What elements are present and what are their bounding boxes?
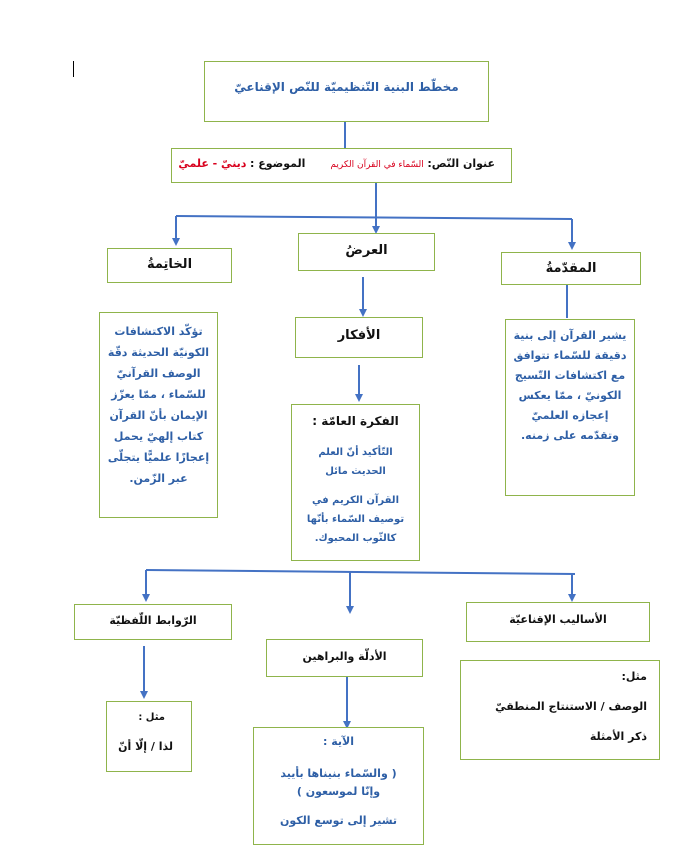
intro-title-box: المقدّمةُ xyxy=(501,252,641,285)
methods-example-label: مثل: xyxy=(621,670,647,683)
conclusion-title: الخاتِمةُ xyxy=(146,257,193,272)
general-idea-p1: التّأكيد أنّ العلم الحديث مائل xyxy=(318,447,393,477)
topic-label: الموضوع : xyxy=(249,157,306,170)
topic-value: دينيّ - علميّ xyxy=(178,157,247,170)
conclusion-text: تؤكّد الاكتشافات الكونيّة الحديثة دقّة ا… xyxy=(107,325,210,485)
methods-example-box: مثل: الوصف / الاستنتاج المنطقيّ ذكر الأم… xyxy=(460,660,660,760)
title-label: عنوان النّص: xyxy=(427,157,495,170)
general-idea-p2: القرآن الكريم في توصيف السّماء بأنّها كا… xyxy=(306,495,405,544)
connectors-example-line: لذا / إلّا أنّ xyxy=(118,740,173,753)
verse-note: تشير إلى توسع الكون xyxy=(279,814,398,827)
general-idea-box: الفكرة العامّة : التّأكيد أنّ العلم الحد… xyxy=(291,404,420,561)
header-line: عنوان النّص: السّماء في القرآن الكريم ال… xyxy=(178,157,495,170)
body-title: العرضُ xyxy=(345,243,388,258)
methods-title-box: الأساليب الإقناعيّة xyxy=(466,602,650,642)
ideas-box: الأفكار xyxy=(295,317,423,358)
connectors-example-box: مثل : لذا / إلّا أنّ xyxy=(106,701,192,772)
header-box: عنوان النّص: السّماء في القرآن الكريم ال… xyxy=(171,148,512,183)
bottom-branch-line xyxy=(145,569,576,575)
intro-text-box: يشير القرآن إلى بنية دقيقة للسّماء تتواف… xyxy=(505,319,635,496)
methods-line2: ذكر الأمثلة xyxy=(589,730,647,743)
evidence-title-box: الأدلّة والبراهين xyxy=(266,639,423,677)
body-title-box: العرضُ xyxy=(298,233,435,271)
methods-title: الأساليب الإقناعيّة xyxy=(509,613,607,626)
text-cursor xyxy=(73,61,74,77)
title-value: السّماء في القرآن الكريم xyxy=(330,160,424,170)
methods-line1: الوصف / الاستنتاج المنطقيّ xyxy=(495,700,647,713)
title-box: مخطّط البنية التّنظيميّة للنّص الإقناعيّ xyxy=(204,61,489,122)
evidence-title: الأدلّة والبراهين xyxy=(302,650,387,663)
top-branch-line xyxy=(175,215,573,220)
conclusion-text-box: تؤكّد الاكتشافات الكونيّة الحديثة دقّة ا… xyxy=(99,312,218,518)
ideas-title: الأفكار xyxy=(337,328,381,343)
verse-box: الآية : ( والسّماء بنيناها بأييد وإنّا ل… xyxy=(253,727,424,845)
conclusion-title-box: الخاتِمةُ xyxy=(107,248,232,283)
connectors-title: الرّوابط اللّفظيّة xyxy=(109,614,197,627)
diagram-title: مخطّط البنية التّنظيميّة للنّص الإقناعيّ xyxy=(234,80,459,94)
connectors-title-box: الرّوابط اللّفظيّة xyxy=(74,604,232,640)
verse-text: ( والسّماء بنيناها بأييد وإنّا لموسعون ) xyxy=(280,767,397,798)
intro-text: يشير القرآن إلى بنية دقيقة للسّماء تتواف… xyxy=(513,329,627,442)
general-idea-title: الفكرة العامّة : xyxy=(312,414,399,428)
verse-label: الآية : xyxy=(323,735,354,748)
intro-title: المقدّمةُ xyxy=(545,261,597,276)
connectors-example-label: مثل : xyxy=(138,712,165,723)
